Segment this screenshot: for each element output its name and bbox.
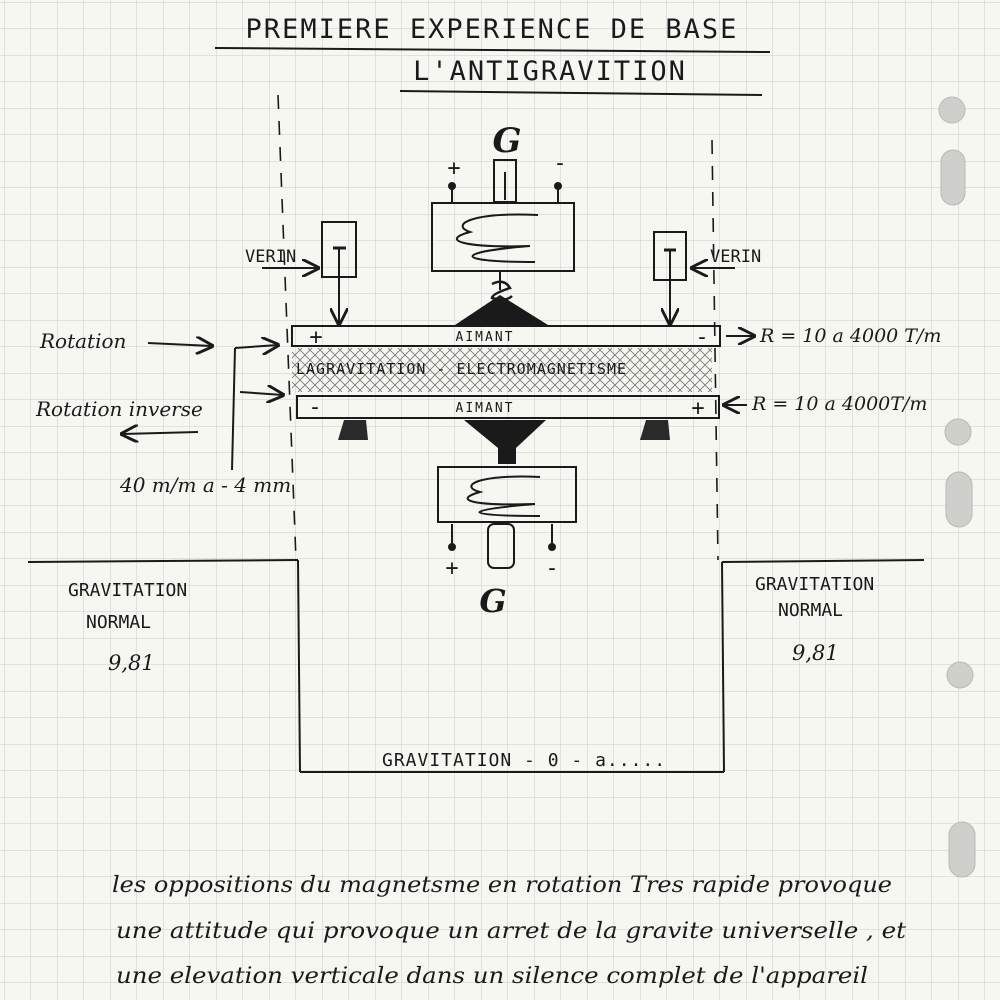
gravity-right-value: 9,81: [792, 641, 839, 665]
generator-top-plus: +: [447, 156, 460, 181]
gravity-zero-label: GRAVITATION - 0 - a.....: [382, 750, 666, 771]
field-band-hatched: [292, 348, 712, 392]
coil-top-winding-icon: [456, 213, 539, 263]
generator-bottom-plus: +: [445, 556, 458, 581]
magnet-bottom-speed: R = 10 a 4000T/m: [751, 393, 927, 415]
field-band-label: LAGRAVITATION - ELECTROMAGNETISME: [296, 360, 627, 378]
cone-bottom: [464, 420, 546, 448]
magnet-bottom-left-sign: -: [308, 395, 321, 420]
gravity-right-line2: NORMAL: [778, 600, 843, 621]
magnet-top-left-sign: +: [309, 325, 322, 350]
binder-holes: [938, 96, 976, 878]
rotation-arrow: [147, 343, 212, 346]
generator-top-minus: -: [553, 151, 566, 176]
foot-right: [640, 420, 670, 440]
magnet-top-speed: R = 10 a 4000 T/m: [759, 325, 941, 347]
gravity-left-top-line: [27, 559, 299, 563]
coil-bottom-winding-icon: [466, 475, 541, 517]
title-line-2: L'ANTIGRAVITION: [413, 56, 687, 87]
gravity-left-line2: NORMAL: [86, 612, 151, 633]
generator-bottom-letter: G: [479, 582, 506, 620]
magnet-top-label: AIMANT: [456, 330, 515, 345]
verin-right-label: VERIN: [710, 247, 761, 267]
magnet-bottom-label: AIMANT: [456, 401, 515, 416]
title-underline-2: [399, 90, 763, 96]
title-line-1: PREMIERE EXPERIENCE DE BASE: [246, 14, 739, 45]
rotation-inverse-arrow: [122, 432, 199, 434]
magnet-bottom-right-sign: +: [691, 396, 704, 421]
coil-top-box: [431, 202, 575, 272]
magnet-bottom: [296, 395, 720, 419]
gravity-right-top-line: [721, 559, 925, 563]
gravity-right-wall: [721, 561, 725, 773]
gap-dimension-bracket: [231, 345, 283, 471]
generator-top-letter: G: [492, 121, 521, 161]
rotation-inverse-label: Rotation inverse: [35, 397, 203, 421]
verin-left-label: VERIN: [245, 247, 296, 267]
note-line-2: une attitude qui provoque un arret de la…: [116, 919, 906, 944]
generator-bottom-terminals: [448, 524, 556, 551]
title-underline-1: [214, 47, 771, 53]
cone-top: [455, 295, 548, 325]
rotation-label: Rotation: [39, 329, 126, 353]
gap-label: 40 m/m a - 4 mm: [119, 473, 291, 497]
generator-bottom-shaft: [487, 523, 515, 569]
magnet-top-right-sign: -: [695, 325, 708, 350]
dashed-line-right: [711, 139, 719, 561]
generator-top-terminals: [448, 182, 562, 202]
foot-left: [338, 420, 368, 440]
coil-bottom-box: [437, 466, 577, 523]
magnet-top: [291, 325, 721, 347]
generator-bottom-minus: -: [545, 556, 558, 581]
cone-bottom-stem: [498, 446, 516, 464]
note-line-3: une elevation verticale dans un silence …: [116, 964, 868, 989]
gravity-left-line1: GRAVITATION: [68, 580, 187, 601]
gravity-left-wall: [297, 559, 301, 773]
note-line-1: les oppositions du magnetsme en rotation…: [112, 873, 892, 898]
gravity-left-value: 9,81: [108, 651, 155, 675]
gravity-right-line1: GRAVITATION: [755, 574, 874, 595]
